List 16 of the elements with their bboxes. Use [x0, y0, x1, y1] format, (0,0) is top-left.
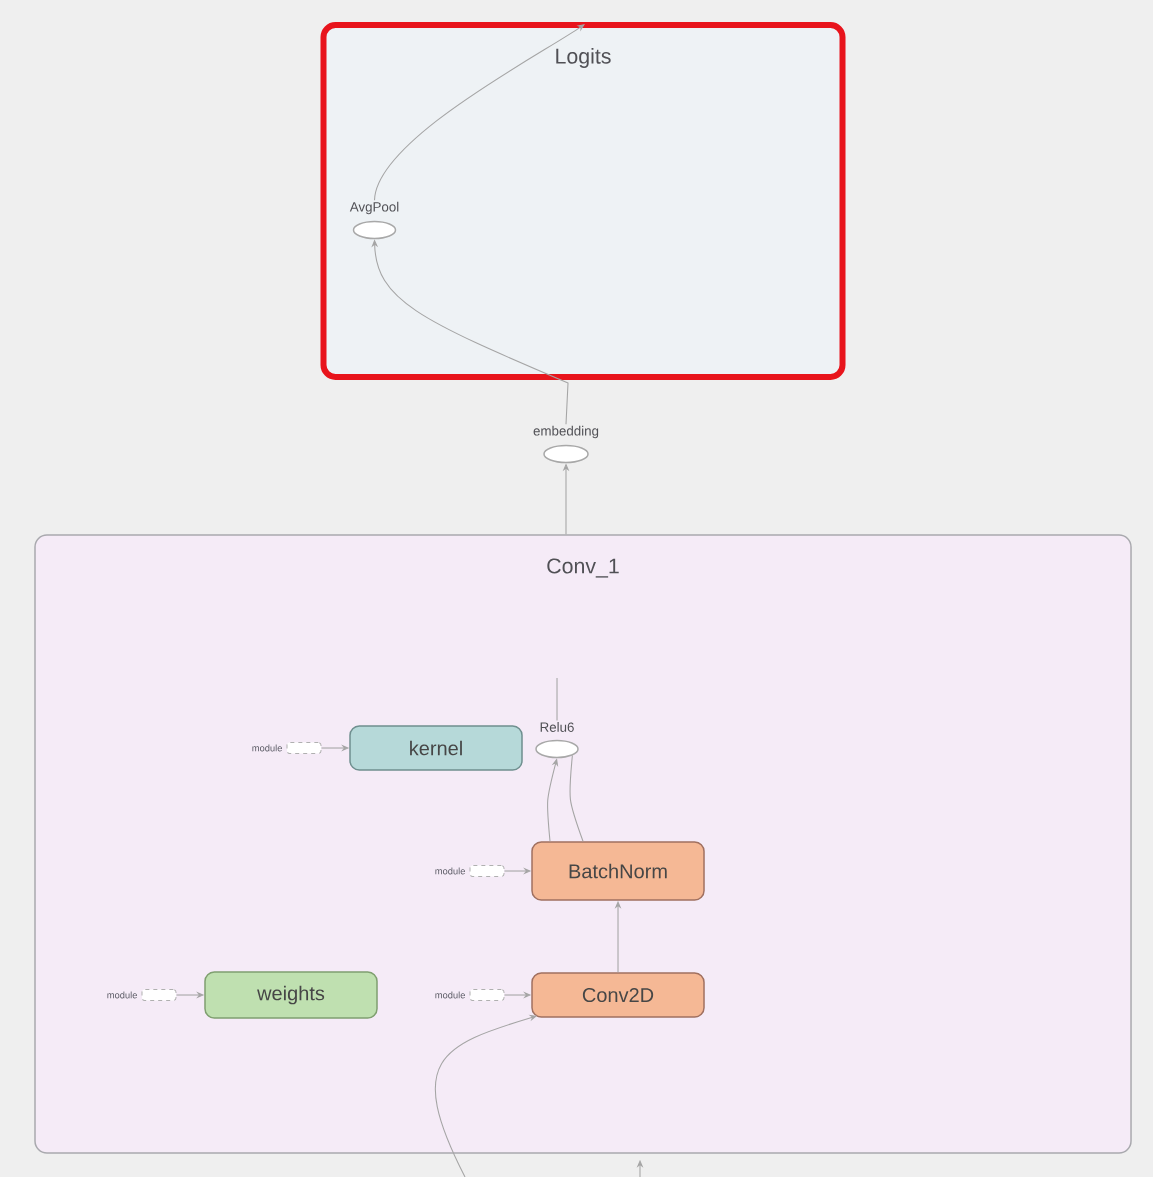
- node-label: module: [252, 744, 282, 752]
- op-box: Conv2D: [531, 972, 705, 1018]
- node-label: embedding: [533, 425, 599, 439]
- node-label: module: [435, 867, 465, 875]
- module-stub: module: [435, 865, 505, 877]
- op-box: BatchNorm: [531, 841, 705, 901]
- node-label: module: [107, 991, 137, 999]
- module-stub: module: [435, 989, 505, 1001]
- node-label: Relu6: [540, 722, 574, 732]
- node-label: AvgPool: [349, 201, 399, 215]
- node-label: module: [435, 991, 465, 999]
- op-box: kernel: [349, 725, 523, 771]
- module-stub: module: [107, 989, 177, 1001]
- module-stub: module: [252, 742, 322, 754]
- arrow: [373, 24, 585, 201]
- op-box: weights: [204, 971, 378, 1019]
